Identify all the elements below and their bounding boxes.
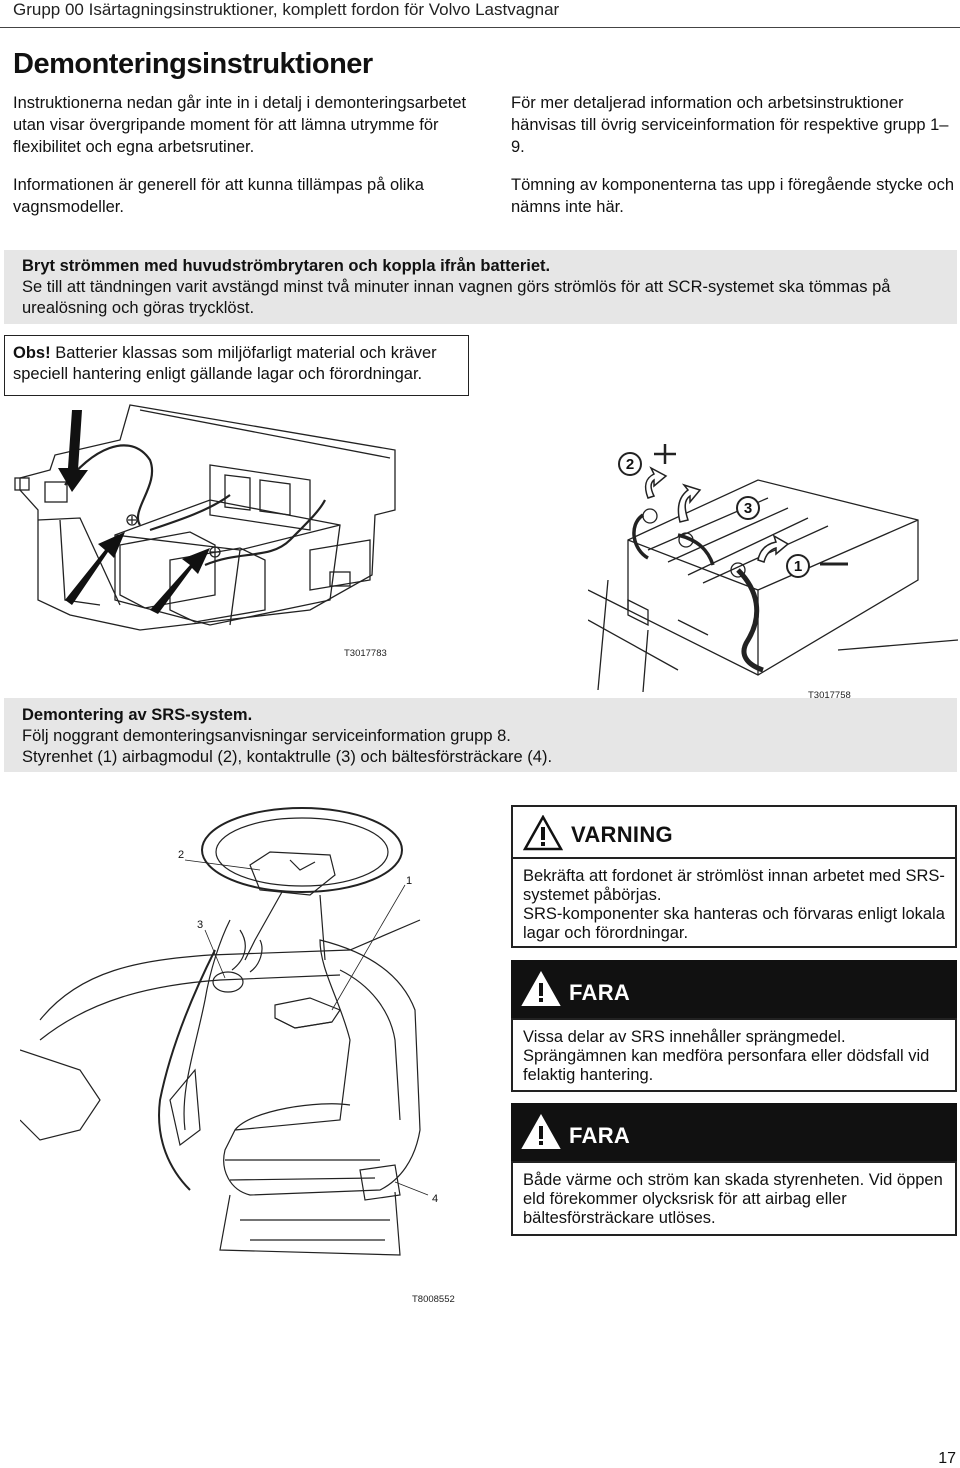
running-header: Grupp 00 Isärtagningsinstruktioner, komp… (13, 0, 560, 19)
intro-left-paragraph-1: Instruktionerna nedan går inte in i deta… (13, 94, 467, 156)
danger-body-2: Både värme och ström kan skada styrenhet… (511, 1161, 957, 1236)
battery-notice-box: Bryt strömmen med huvudströmbrytaren och… (4, 250, 957, 324)
srs-notice-line-1: Följ noggrant demonteringsanvisningar se… (22, 727, 511, 745)
intro-left-paragraph-2: Informationen är generell för att kunna … (13, 176, 424, 216)
warning-line-2: SRS-komponenter ska hanteras och förvara… (523, 905, 945, 942)
srs-notice-box: Demontering av SRS-system. Följ noggrant… (4, 698, 957, 772)
srs-label-3: 3 (197, 919, 203, 931)
obs-label: Obs! (13, 344, 51, 362)
battery-right-label-2: 2 (626, 456, 634, 473)
danger-body-1: Vissa delar av SRS innehåller sprängmede… (511, 1018, 957, 1092)
warning-title: VARNING (571, 822, 673, 847)
intro-right-paragraph-1: För mer detaljerad information och arbet… (511, 94, 949, 156)
danger-title-2: FARA (569, 1123, 631, 1148)
warning-triangle-icon (523, 815, 563, 851)
srs-label-4: 4 (432, 1193, 438, 1205)
battery-notice-text: Se till att tändningen varit avstängd mi… (22, 278, 891, 317)
intro-right-paragraph-2: Tömning av komponenterna tas upp i föreg… (511, 176, 955, 216)
battery-right-label-1: 1 (794, 558, 802, 575)
srs-notice-heading: Demontering av SRS-system. (22, 706, 253, 724)
warning-line-1: Bekräfta att fordonet är strömlöst innan… (523, 867, 945, 904)
srs-label-2: 2 (178, 849, 184, 861)
page-number: 17 (938, 1450, 956, 1467)
danger-2-text: Både värme och ström kan skada styrenhet… (523, 1171, 943, 1227)
warning-header: VARNING (511, 805, 957, 857)
battery-notice-heading: Bryt strömmen med huvudströmbrytaren och… (22, 257, 551, 275)
figure-code-battery-left: T3017783 (344, 648, 387, 659)
danger-title-1: FARA (569, 980, 631, 1005)
srs-label-1: 1 (406, 875, 412, 887)
srs-notice-line-2: Styrenhet (1) airbagmodul (2), kontaktru… (22, 748, 553, 766)
srs-illustration: 2 1 3 4 (20, 800, 490, 1260)
danger-triangle-icon (521, 971, 561, 1007)
section-title: Demonteringsinstruktioner (13, 48, 373, 80)
warning-body: Bekräfta att fordonet är strömlöst innan… (511, 857, 957, 948)
header-rule (0, 27, 960, 28)
danger-header-1: FARA (511, 960, 957, 1018)
danger-1-text: Vissa delar av SRS innehåller sprängmede… (523, 1028, 930, 1084)
intro-right-column: För mer detaljerad information och arbet… (511, 92, 956, 234)
danger-header-2: FARA (511, 1103, 957, 1161)
figure-code-srs: T8008552 (412, 1294, 455, 1305)
danger-triangle-icon (521, 1114, 561, 1150)
intro-left-column: Instruktionerna nedan går inte in i deta… (13, 92, 468, 234)
obs-box: Obs! Batterier klassas som miljöfarligt … (4, 335, 469, 396)
battery-illustration-left (10, 400, 400, 640)
battery-illustration-right: 2 3 1 (588, 440, 958, 692)
figure-code-battery-right: T3017758 (808, 690, 851, 698)
battery-right-label-3: 3 (744, 500, 752, 517)
obs-text: Batterier klassas som miljöfarligt mater… (13, 344, 437, 383)
